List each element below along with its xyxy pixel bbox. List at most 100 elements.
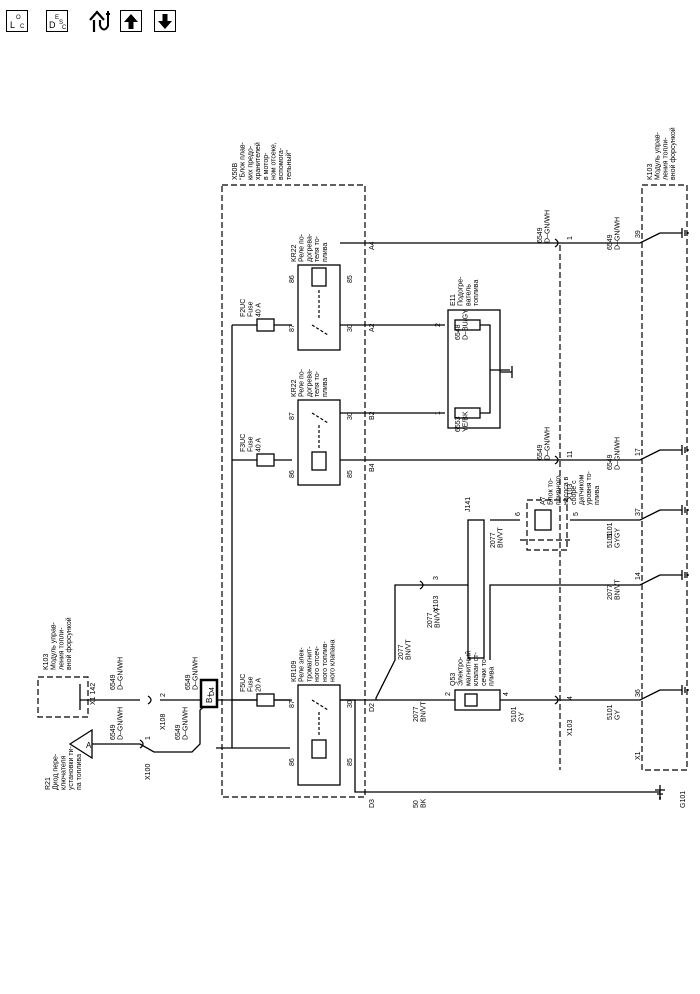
kr22-mid-coil xyxy=(311,451,327,471)
kr22-top-coil xyxy=(311,267,327,287)
label-r-pin-39: 39 xyxy=(635,230,642,238)
a7-pump xyxy=(534,509,552,531)
a7-outline xyxy=(526,499,568,551)
label-w-5101-r-36: 5101GY xyxy=(607,704,622,720)
label-w-50bk: 50BK xyxy=(413,798,428,808)
label-pin-85-c: 85 xyxy=(347,275,354,283)
label-r-pin-17: 17 xyxy=(635,448,642,456)
arrow-up-icon xyxy=(124,14,138,29)
label-pin-85-a: 85 xyxy=(347,758,354,766)
wire-5101-37 xyxy=(490,509,661,521)
r21-diode xyxy=(68,728,93,760)
label-w-2077-x103-3: 2077BN/VT xyxy=(427,607,442,628)
label-q53-pin4: 4 xyxy=(503,692,510,696)
label-d3: D3 xyxy=(369,799,376,808)
label-pin-87-b: 87 xyxy=(289,412,296,420)
f3uc-fuse xyxy=(256,453,275,467)
label-x100-pin: 1 xyxy=(145,736,152,740)
label-pin-85-b: 85 xyxy=(347,470,354,478)
bus-tap xyxy=(216,700,233,749)
x103-pin-1 xyxy=(554,238,559,248)
label-x103-4-label: X103 xyxy=(567,720,574,736)
desc-mid: S xyxy=(59,20,64,26)
label-f3uc: F3UCFuse40 A xyxy=(240,434,262,452)
label-w-6549-left-top: 6549D–GN/WH xyxy=(110,707,125,740)
label-b2: B2 xyxy=(369,411,376,420)
ground-14 xyxy=(660,570,689,580)
ground-e11 xyxy=(500,366,513,378)
label-q53-title: Q53Электро-магнитныйклапан от-сечки то-п… xyxy=(450,651,496,686)
component-boundaries xyxy=(37,184,688,798)
label-pin-86-c: 86 xyxy=(289,275,296,283)
label-q53-pin2: 2 xyxy=(445,692,452,696)
ground-17 xyxy=(660,445,689,455)
ground-39 xyxy=(660,228,689,238)
x100-pin xyxy=(139,739,144,749)
label-w-6549-x108-bottom: 6549D–GN/WH xyxy=(185,657,200,690)
desc-button[interactable]: D E S C xyxy=(46,10,68,32)
label-w-5101-q53: 5101GY xyxy=(511,706,526,722)
label-x108-pin: 2 xyxy=(160,693,167,697)
k103-right-outline xyxy=(641,184,688,771)
label-a7-title: A7Блок то-пливногонасоса всборе сдатчико… xyxy=(540,470,601,505)
label-w-6549-x108-top: 6549D–GN/WH xyxy=(110,657,125,690)
label-r21-title: R21Диод пере-ключателяустановки ти-па то… xyxy=(45,746,83,790)
x103-connector-line xyxy=(520,245,570,770)
label-kr109-title: KR109Реле элек-тромагнит-ного отсеч-ного… xyxy=(291,639,337,682)
label-kr22-mid-title: KR22Реле по-догрева-теля то-плива xyxy=(291,368,329,397)
label-a4: A4 xyxy=(369,241,376,250)
loc-button[interactable]: L O C xyxy=(6,10,28,32)
arrow-up-button[interactable] xyxy=(120,10,142,32)
ground-36 xyxy=(660,685,689,695)
label-b4: B4 xyxy=(369,463,376,472)
f2uc-fuse xyxy=(256,318,275,332)
kr22-top-switch xyxy=(311,290,329,336)
kr109-coil xyxy=(311,739,327,759)
grounds xyxy=(500,228,689,800)
label-w-2077-j141: 2077BN/VT xyxy=(490,527,505,548)
label-k103-right-title: K103Модуль управ-ления топли-вной форсун… xyxy=(647,127,677,180)
diagram-labels: R21Диод пере-ключателяустановки ти-па то… xyxy=(43,127,687,808)
arrow-down-icon xyxy=(158,14,172,29)
label-d2: D2 xyxy=(369,703,376,712)
label-x103-1-pin: 1 xyxy=(567,236,574,240)
label-f2uc: F2UCFuse40 A xyxy=(240,299,262,317)
label-k103-left-title: K103Модуль управ-ления топли-вной форсун… xyxy=(43,617,73,670)
label-f5uc: F5UCFuse20 A xyxy=(240,674,262,692)
loc-sub: C xyxy=(20,24,25,30)
label-kr22-top-title: KR22Реле по-догрева-теля то-плива xyxy=(291,233,329,262)
b-plus-box xyxy=(199,678,219,709)
label-w-5101-r-37: 5101GY xyxy=(607,522,622,538)
fuel-key-icon[interactable] xyxy=(86,8,116,36)
desc-main: D xyxy=(49,20,56,30)
label-w-6549-a4: 6549D–GN/WH xyxy=(537,210,552,243)
label-r-pin-14: 14 xyxy=(635,572,642,580)
label-a2: A2 xyxy=(369,323,376,332)
relays xyxy=(256,264,341,786)
label-pin-87-c: 87 xyxy=(289,324,296,332)
wire-2077-d2 xyxy=(340,584,430,701)
kr109-switch xyxy=(311,699,329,735)
label-pin-30-c: 30 xyxy=(347,324,354,332)
label-x103-3-label: X103 xyxy=(433,596,440,612)
j141-splice xyxy=(467,519,485,659)
label-pin-30-a: 30 xyxy=(347,700,354,708)
label-w-6548: 6548D–BU/GY xyxy=(455,309,470,340)
label-pin-86-b: 86 xyxy=(289,470,296,478)
wire-5101-36 xyxy=(500,689,661,701)
label-x103-4-pin: 4 xyxy=(567,696,574,700)
label-d4: D4 xyxy=(209,687,216,696)
f5uc-fuse xyxy=(256,693,275,707)
label-x103-3-pin: 3 xyxy=(433,576,440,580)
kr22-mid-switch xyxy=(311,412,329,450)
label-g101: G101 xyxy=(680,791,687,808)
ground-37 xyxy=(660,505,689,515)
arrow-down-button[interactable] xyxy=(154,10,176,32)
label-r-pin-37: 37 xyxy=(635,508,642,516)
relay-switches xyxy=(311,290,329,735)
toolbar: L O C D E S C xyxy=(6,6,206,46)
label-x1-142: X1 142 xyxy=(90,683,97,705)
wire-2077-14 xyxy=(430,574,661,660)
label-x50b-title: X50B"Блок плав-ких предо-хранителейв мот… xyxy=(232,141,293,180)
